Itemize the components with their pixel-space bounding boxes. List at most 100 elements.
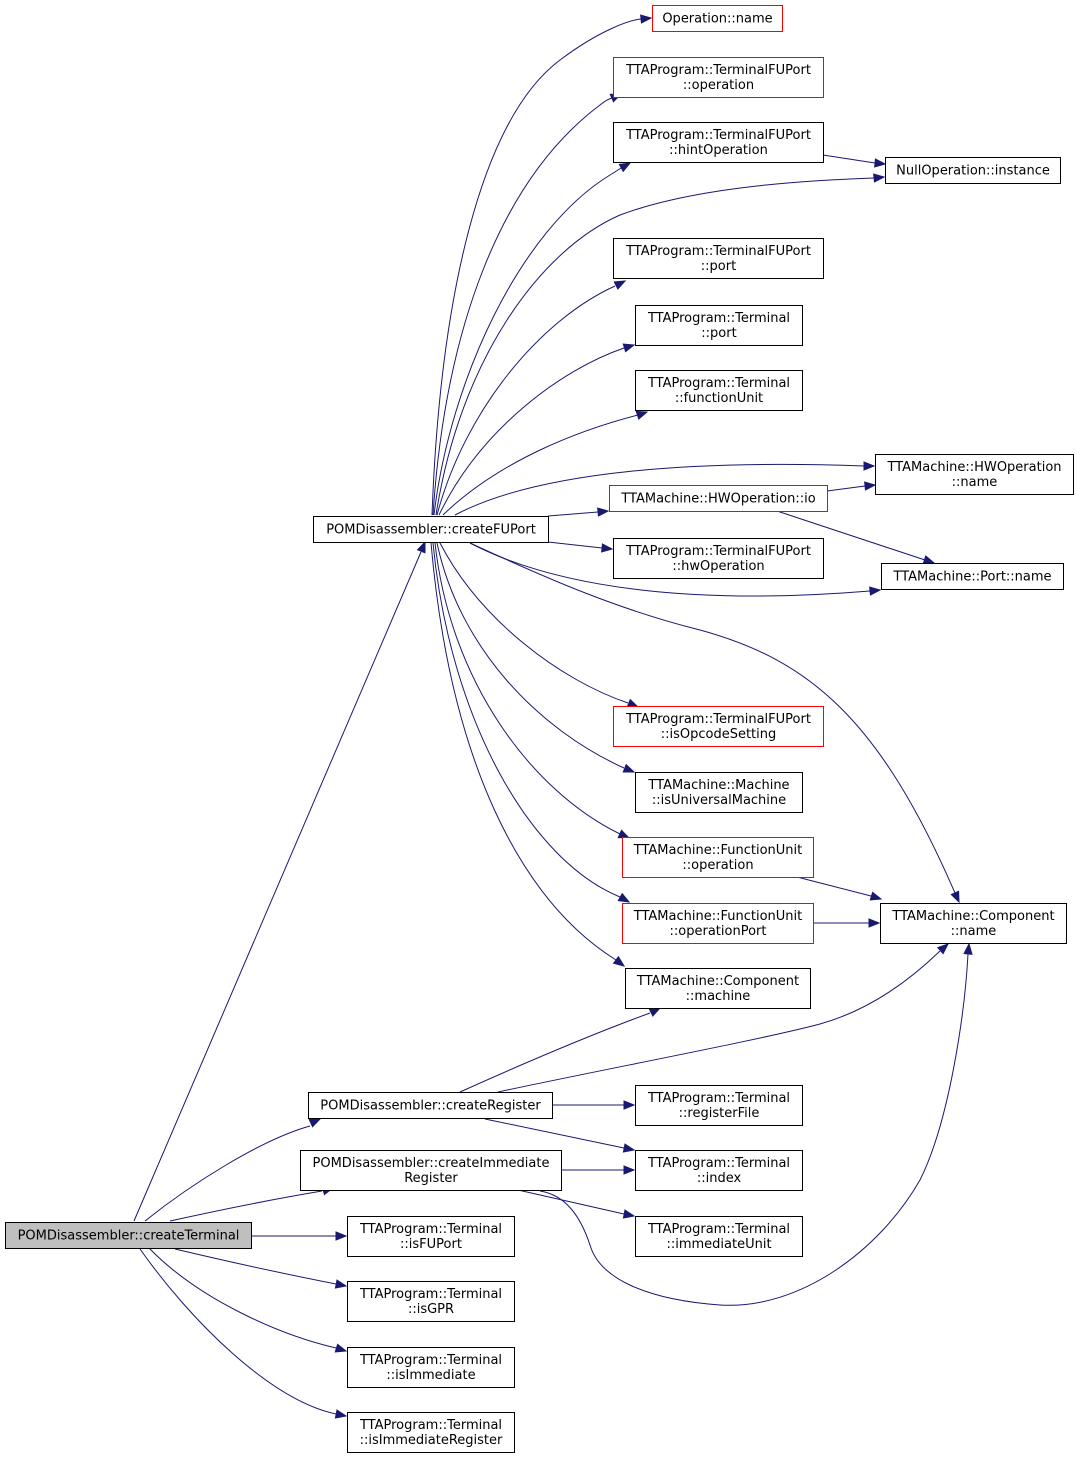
node-tfuIsOpcodeSetting[interactable]: TTAProgram::TerminalFUPort::isOpcodeSett… <box>613 706 824 747</box>
node-termRegisterFile[interactable]: TTAProgram::Terminal::registerFile <box>635 1085 803 1126</box>
arrow-head <box>869 891 883 901</box>
node-box <box>613 57 824 98</box>
edge-createFUPort-to-tfuHwOperation <box>547 541 614 553</box>
node-isImmediateRegister[interactable]: TTAProgram::Terminal::isImmediateRegiste… <box>347 1412 515 1453</box>
node-box <box>613 538 824 579</box>
node-label-line: ::isImmediate <box>386 1368 475 1383</box>
node-createTerminal[interactable]: POMDisassembler::createTerminal <box>5 1222 252 1249</box>
arrow-head <box>613 280 627 290</box>
node-label-line: ::isImmediateRegister <box>360 1433 503 1448</box>
node-isImmediate[interactable]: TTAProgram::Terminal::isImmediate <box>347 1347 515 1388</box>
node-label-line: ::operationPort <box>670 924 767 939</box>
node-hwOpName[interactable]: TTAMachine::HWOperation::name <box>875 454 1074 495</box>
edge-line <box>144 1125 311 1222</box>
edge-line <box>547 511 599 517</box>
arrow-head <box>635 410 649 420</box>
node-tfuHintOperation[interactable]: TTAProgram::TerminalFUPort::hintOperatio… <box>613 122 824 163</box>
node-label-line: ::isGPR <box>408 1302 454 1317</box>
node-componentMachine[interactable]: TTAMachine::Component::machine <box>625 968 811 1009</box>
edge-createFUPort-to-tfuIsOpcodeSetting <box>439 542 640 708</box>
node-tfuPort[interactable]: TTAProgram::TerminalFUPort::port <box>613 238 824 279</box>
node-box <box>313 516 549 543</box>
node-portName[interactable]: TTAMachine::Port::name <box>881 563 1064 590</box>
arrow-head <box>334 1409 348 1419</box>
node-fuOperationPort[interactable]: TTAMachine::FunctionUnit::operationPort <box>622 903 814 944</box>
node-componentName[interactable]: TTAMachine::Component::name <box>880 903 1067 944</box>
arrow-head <box>622 763 636 773</box>
edge-line <box>539 953 969 1306</box>
node-label-line: POMDisassembler::createFUPort <box>326 523 536 538</box>
node-fuOperation[interactable]: TTAMachine::FunctionUnit::operation <box>622 837 814 878</box>
edge-line <box>438 347 625 516</box>
node-label-line: POMDisassembler::createImmediate <box>313 1156 550 1171</box>
node-label-line: ::isOpcodeSetting <box>661 727 777 742</box>
node-isFUPort[interactable]: TTAProgram::Terminal::isFUPort <box>347 1216 515 1257</box>
node-tfuHwOperation[interactable]: TTAProgram::TerminalFUPort::hwOperation <box>613 538 824 579</box>
edge-createFUPort-to-hwOpName <box>454 461 876 516</box>
node-hwOpIo[interactable]: TTAMachine::HWOperation::io <box>609 485 828 512</box>
arrow-head <box>334 1279 348 1289</box>
node-label-line: TTAProgram::TerminalFUPort <box>625 63 811 78</box>
node-box <box>635 1216 803 1257</box>
arrow-head <box>922 555 936 565</box>
edge-line <box>139 1248 337 1415</box>
node-label-line: TTAProgram::TerminalFUPort <box>625 128 811 143</box>
arrow-head <box>868 918 881 928</box>
arrow-head <box>618 162 632 173</box>
node-label-line: TTAMachine::FunctionUnit <box>633 843 802 858</box>
node-box <box>622 837 814 878</box>
node-termIndex[interactable]: TTAProgram::Terminal::index <box>635 1150 803 1191</box>
node-label-line: ::name <box>951 924 997 939</box>
arrow-head <box>873 173 886 183</box>
edge-line <box>431 18 642 516</box>
node-isGPR[interactable]: TTAProgram::Terminal::isGPR <box>347 1281 515 1322</box>
node-nullOperation[interactable]: NullOperation::instance <box>885 157 1061 184</box>
edge-line <box>442 414 639 516</box>
edge-line <box>430 542 617 961</box>
edge-createTerminal-to-createImmediateRegister <box>169 1186 335 1222</box>
edge-line <box>469 542 871 597</box>
node-label-line: ::immediateUnit <box>666 1237 771 1252</box>
node-box <box>5 1222 252 1249</box>
edge-line <box>497 950 941 1093</box>
node-label-line: POMDisassembler::createRegister <box>320 1099 541 1114</box>
node-isUniversalMachine[interactable]: TTAMachine::Machine::isUniversalMachine <box>635 772 803 813</box>
node-operationName[interactable]: Operation::name <box>652 5 783 32</box>
node-label-line: ::machine <box>686 989 751 1004</box>
node-box <box>613 706 824 747</box>
node-label-line: TTAMachine::HWOperation <box>886 460 1061 475</box>
node-createFUPort[interactable]: POMDisassembler::createFUPort <box>313 516 549 543</box>
node-box <box>613 122 824 163</box>
arrow-head <box>335 1231 348 1241</box>
edge-line <box>459 1012 651 1093</box>
edge-line <box>517 1189 625 1215</box>
node-termPort[interactable]: TTAProgram::Terminal::port <box>635 305 803 346</box>
node-termImmediateUnit[interactable]: TTAProgram::Terminal::immediateUnit <box>635 1216 803 1257</box>
edge-createImmediateRegister-to-termIndex <box>561 1165 636 1175</box>
edge-line <box>454 463 865 516</box>
edge-line <box>469 542 956 894</box>
node-tfuOperation[interactable]: TTAProgram::TerminalFUPort::operation <box>613 57 824 98</box>
edge-line <box>432 542 621 898</box>
edge-line <box>436 542 625 769</box>
node-termFunctionUnit[interactable]: TTAProgram::Terminal::functionUnit <box>635 370 803 411</box>
node-box <box>875 454 1074 495</box>
edge-line <box>435 177 875 516</box>
edge-createRegister-to-termRegisterFile <box>552 1100 636 1110</box>
arrow-head <box>626 698 640 708</box>
node-box <box>609 485 828 512</box>
edge-createTerminal-to-isFUPort <box>251 1231 348 1241</box>
edge-createFUPort-to-fuOperationPort <box>432 542 631 903</box>
edge-line <box>439 542 629 704</box>
arrow-head <box>601 543 614 553</box>
arrow-head <box>869 586 882 596</box>
node-box <box>881 563 1064 590</box>
node-box <box>347 1412 515 1453</box>
node-label-line: TTAProgram::Terminal <box>647 311 790 326</box>
node-box <box>300 1150 562 1191</box>
edge-fuOperation-to-componentName <box>796 876 883 901</box>
node-label-line: NullOperation::instance <box>896 164 1050 179</box>
node-box <box>347 1281 515 1322</box>
node-createRegister[interactable]: POMDisassembler::createRegister <box>308 1092 553 1119</box>
